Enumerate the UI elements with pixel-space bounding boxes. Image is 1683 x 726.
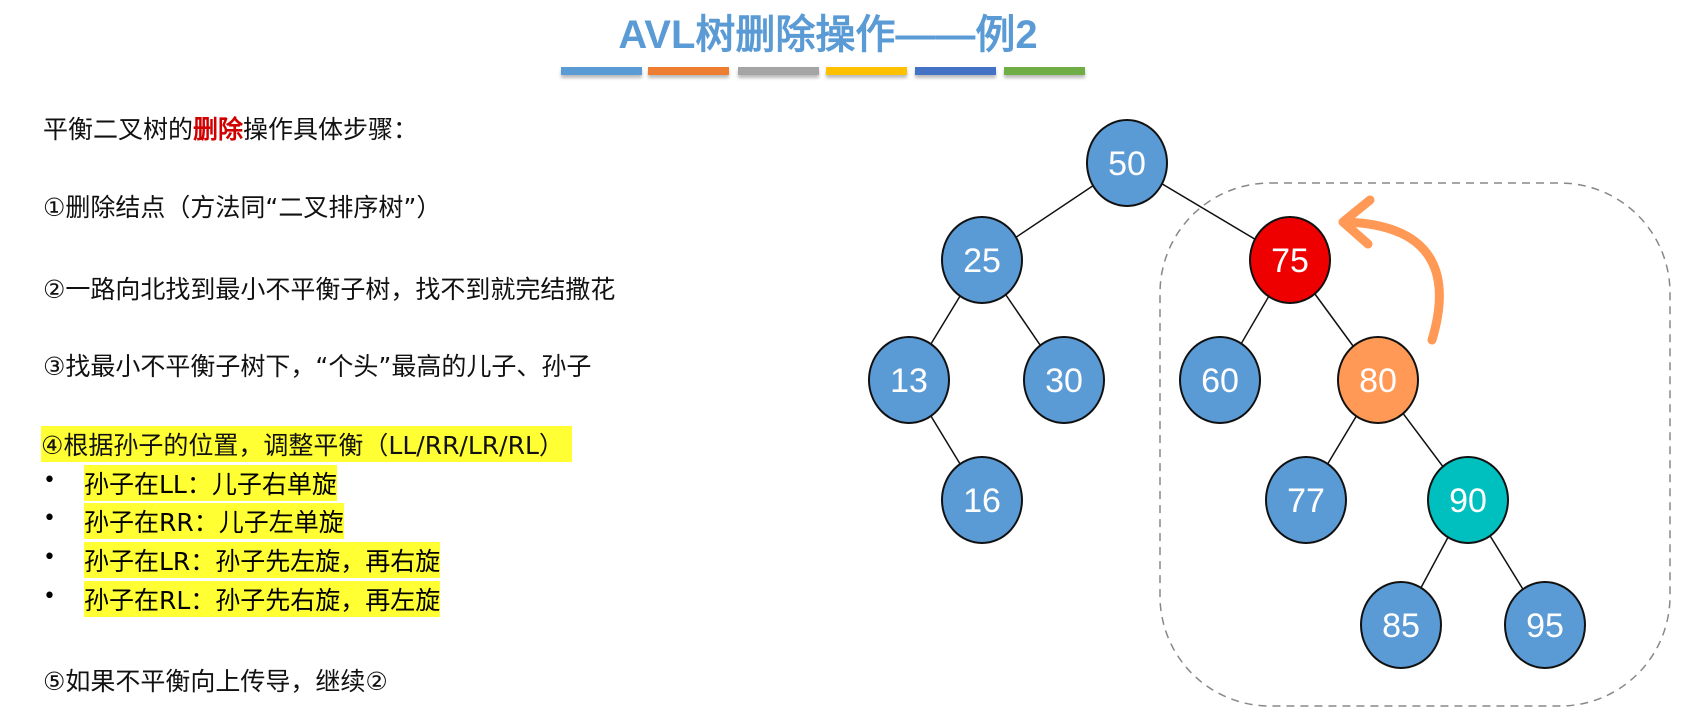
node-circle [1179, 336, 1261, 424]
color-bar [561, 67, 642, 75]
tree-node-90: 90 [1427, 456, 1509, 544]
step-5: ⑤如果不平衡向上传导，继续② [43, 667, 388, 696]
color-bar [738, 67, 819, 75]
node-circle [941, 216, 1023, 304]
bullet-item: 孙子在RR：儿子左单旋 [84, 503, 344, 539]
node-circle [1360, 581, 1442, 669]
tree-node-75: 75 [1249, 216, 1331, 304]
tree-node-77: 77 [1265, 456, 1347, 544]
node-label: 16 [963, 482, 1001, 520]
step-3: ③找最小不平衡子树下，“个头”最高的儿子、孙子 [43, 352, 592, 381]
node-label: 95 [1526, 607, 1564, 645]
subtree-dashed-box [1159, 182, 1671, 707]
tree-node-60: 60 [1179, 336, 1261, 424]
rotation-arrow-icon [1340, 217, 1444, 345]
node-circle [868, 336, 950, 424]
node-label: 85 [1382, 607, 1420, 645]
node-circle [941, 456, 1023, 544]
bullet-dot: • [43, 468, 56, 493]
node-label: 13 [890, 362, 928, 400]
bullet-dot: • [43, 506, 56, 531]
node-label: 90 [1449, 482, 1487, 520]
intro-highlight: 删除 [193, 115, 244, 144]
bullet-item: 孙子在RL：孙子先右旋，再左旋 [84, 581, 441, 617]
tree-node-30: 30 [1023, 336, 1105, 424]
node-label: 77 [1287, 482, 1325, 520]
step-4: ④根据孙子的位置，调整平衡（LL/RR/LR/RL） [41, 426, 572, 462]
node-label: 25 [963, 242, 1001, 280]
node-label: 60 [1201, 362, 1239, 400]
intro-text: 平衡二叉树的 [43, 115, 194, 144]
tree-node-95: 95 [1504, 581, 1586, 669]
bullet-dot: • [43, 545, 56, 570]
color-bar [1004, 67, 1085, 75]
slide-title: AVL树删除操作——例2 [618, 13, 1038, 57]
bullet-item: 孙子在LR：孙子先左旋，再右旋 [84, 542, 441, 578]
tree-node-85: 85 [1360, 581, 1442, 669]
node-circle [1086, 119, 1168, 207]
bullet-dot: • [43, 584, 56, 609]
tree-node-16: 16 [941, 456, 1023, 544]
tree-node-80: 80 [1337, 336, 1419, 424]
node-circle [1265, 456, 1347, 544]
node-label: 30 [1045, 362, 1083, 400]
color-bar [826, 67, 907, 75]
node-circle [1023, 336, 1105, 424]
node-label: 50 [1108, 145, 1146, 183]
rotation-arrowhead-icon [1338, 195, 1375, 249]
node-circle [1427, 456, 1509, 544]
step-2: ②一路向北找到最小不平衡子树，找不到就完结撒花 [43, 275, 616, 304]
tree-node-13: 13 [868, 336, 950, 424]
color-bar [915, 67, 996, 75]
step-1: ①删除结点（方法同“二叉排序树”） [43, 193, 442, 222]
color-bar [648, 67, 729, 75]
node-circle [1504, 581, 1586, 669]
intro-text-after: 操作具体步骤： [243, 115, 419, 144]
node-circle [1337, 336, 1419, 424]
node-circle [1249, 216, 1331, 304]
intro-line: 平衡二叉树的删除操作具体步骤： [43, 110, 418, 146]
node-label: 80 [1359, 362, 1397, 400]
bullet-item: 孙子在LL：儿子右单旋 [84, 465, 337, 501]
tree-node-25: 25 [941, 216, 1023, 304]
node-label: 75 [1271, 242, 1309, 280]
tree-node-50: 50 [1086, 119, 1168, 207]
